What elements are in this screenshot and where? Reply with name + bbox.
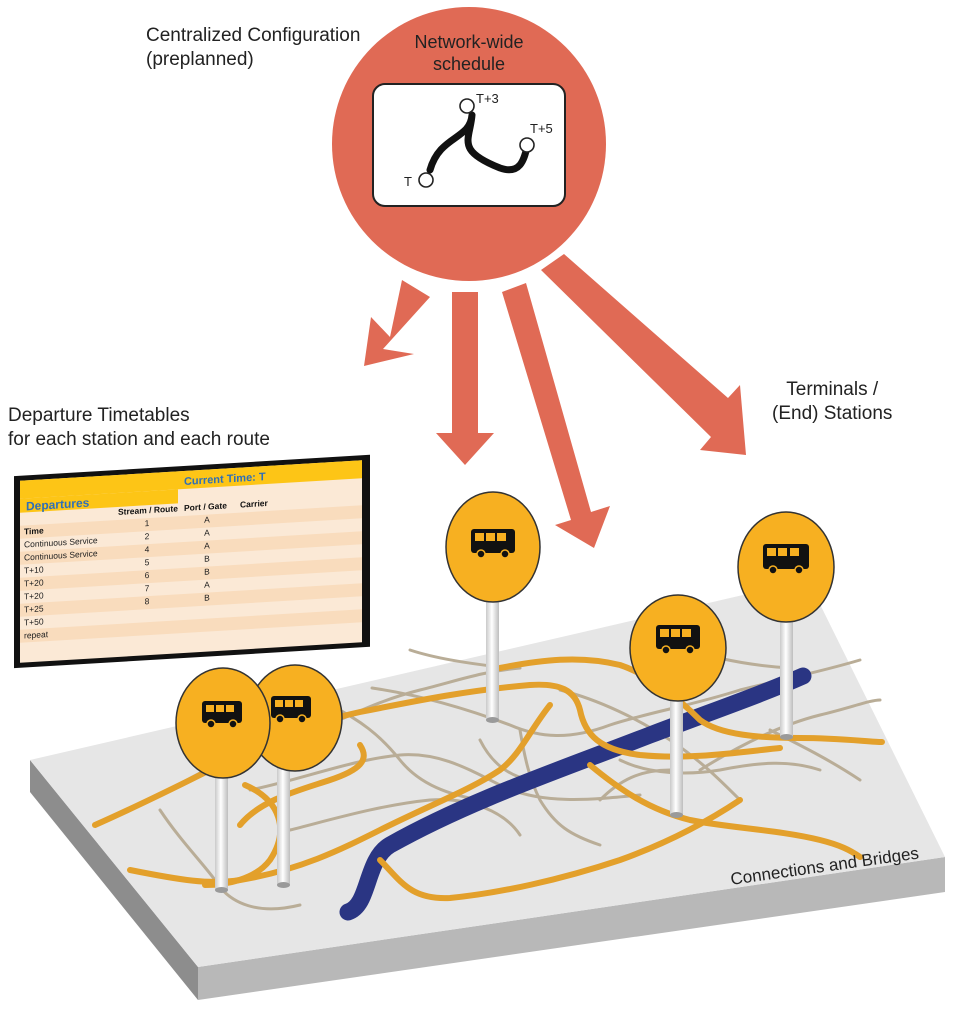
arrow-right [541,254,746,455]
bus-stop-center [445,491,541,723]
timetable-route-cell: 4 [145,544,150,554]
timetable-time-cell: Continuous Service [24,548,98,562]
timetable-gate-cell: A [204,527,210,537]
schedule-node-t3 [459,98,475,114]
col-header-gate: Port / Gate [184,500,227,513]
bus-icon [763,544,809,575]
circle-label-line2: schedule [433,54,505,74]
timetable-time-cell: T+25 [24,603,44,614]
schedule-label-t: T [404,174,412,189]
timetable-route-cell: 6 [145,570,150,580]
timetable-route-cell: 7 [145,583,150,593]
col-header-time: Time [24,525,44,536]
schedule-node-t5 [519,137,535,153]
schedule-label-t3: T+3 [476,91,499,106]
col-header-carrier: Carrier [240,498,269,510]
distribution-arrows [364,254,746,548]
bus-icon [471,529,515,559]
timetable-route-cell: 5 [145,557,150,567]
central-schedule: Network-wide schedule T T+3 T+5 [332,7,606,281]
board-header-bar [20,460,362,499]
timetable-gate-cell: A [204,540,210,550]
timetable-caption-line1: Departure Timetables [8,405,190,426]
schedule-path [426,111,531,174]
departure-board: Departures Current Time: T Time Stream /… [14,454,370,669]
timetable-gate-cell: B [204,592,210,602]
bus-stop-far-left [247,664,343,888]
timetable-time-cell: T+50 [24,616,44,627]
col-header-route: Stream / Route [118,503,178,517]
timetable-gate-cell: A [204,579,210,589]
timetable-gate-cell: B [204,553,210,563]
central-config-line1: Centralized Configuration [146,25,361,46]
schedule-label-t5: T+5 [530,121,553,136]
timetable-time-cell: T+20 [24,590,44,601]
bus-stops [175,491,835,893]
terminals-line2: (End) Stations [772,403,893,424]
timetable-time-cell: Continuous Service [24,535,98,549]
arrow-center-left [436,292,494,465]
river [339,667,812,921]
bus-icon [656,625,700,655]
arrow-left [364,280,430,366]
timetable-route-cell: 2 [145,531,150,541]
bus-icon [202,701,242,729]
bus-stop-right [629,594,727,818]
board-header-left: Departures [26,496,90,514]
platform-side-left [30,760,198,1000]
timetable-time-cell: T+10 [24,564,44,575]
platform-side-right [198,857,945,1000]
central-config-line2: (preplanned) [146,49,254,70]
circle-label-line1: Network-wide [414,32,523,52]
bus-stop-left [175,667,271,893]
timetable-route-cell: 8 [145,596,150,606]
timetable-gate-cell: B [204,566,210,576]
timetable-gate-cell: A [204,514,210,524]
timetable-route-cell: 1 [145,518,150,528]
board-header-right: Current Time: T [184,471,266,488]
schedule-node-t [418,172,434,188]
timetable-caption-line2: for each station and each route [8,429,270,450]
terminals-label: Terminals / (End) Stations [772,378,892,426]
arrow-center-right [502,283,610,548]
central-config-title: Centralized Configuration (preplanned) [146,24,360,72]
route-column: 1 2 4 5 6 7 8 [145,518,150,606]
timetable-time-cell: repeat [24,629,49,640]
bus-stop-far-right [737,511,835,740]
terminals-line1: Terminals / [786,379,879,400]
timetable-time-cell: T+20 [24,577,44,588]
bus-icon [271,696,311,724]
timetable-caption: Departure Timetables for each station an… [8,404,270,452]
